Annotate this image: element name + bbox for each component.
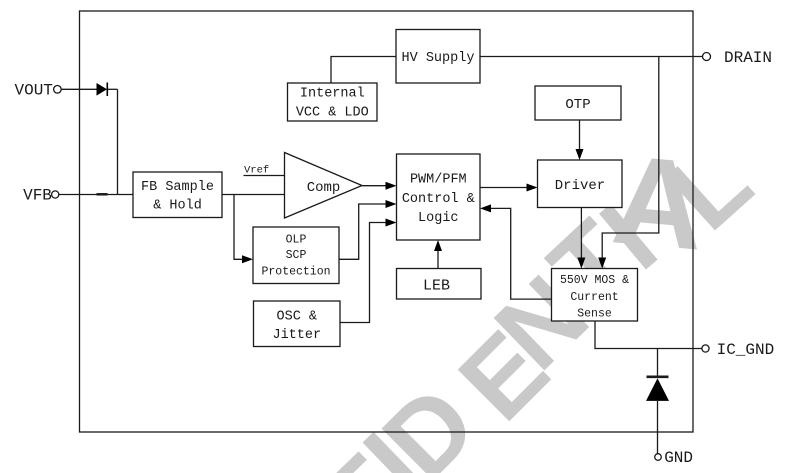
svg-text:HV Supply: HV Supply [402, 51, 475, 66]
svg-text:PWM/PFM: PWM/PFM [410, 173, 467, 188]
svg-text:DRAIN: DRAIN [724, 49, 772, 67]
svg-text:Internal: Internal [300, 87, 365, 102]
svg-text:IC_GND: IC_GND [717, 341, 775, 359]
svg-text:VOUT: VOUT [14, 81, 52, 99]
svg-text:FB Sample: FB Sample [141, 180, 214, 195]
svg-text:LEB: LEB [423, 278, 450, 295]
svg-text:Comp: Comp [307, 180, 341, 196]
svg-text:GND: GND [664, 449, 693, 467]
svg-text:OLP: OLP [286, 234, 307, 247]
svg-text:& Hold: & Hold [153, 199, 202, 214]
svg-text:VFB: VFB [23, 187, 52, 205]
svg-text:Logic: Logic [418, 211, 459, 226]
svg-text:Sense: Sense [577, 308, 612, 321]
svg-text:SCP: SCP [286, 249, 307, 262]
svg-text:VCC & LDO: VCC & LDO [296, 105, 369, 120]
svg-text:Driver: Driver [555, 178, 605, 194]
svg-text:Jitter: Jitter [272, 328, 321, 343]
svg-text:Control &: Control & [402, 192, 475, 207]
svg-text:OTP: OTP [565, 97, 590, 113]
svg-text:Current: Current [570, 291, 618, 304]
svg-text:Protection: Protection [261, 266, 330, 279]
svg-text:550V MOS &: 550V MOS & [560, 274, 629, 287]
svg-text:OSC &: OSC & [277, 310, 318, 325]
svg-text:Vref: Vref [244, 165, 269, 177]
